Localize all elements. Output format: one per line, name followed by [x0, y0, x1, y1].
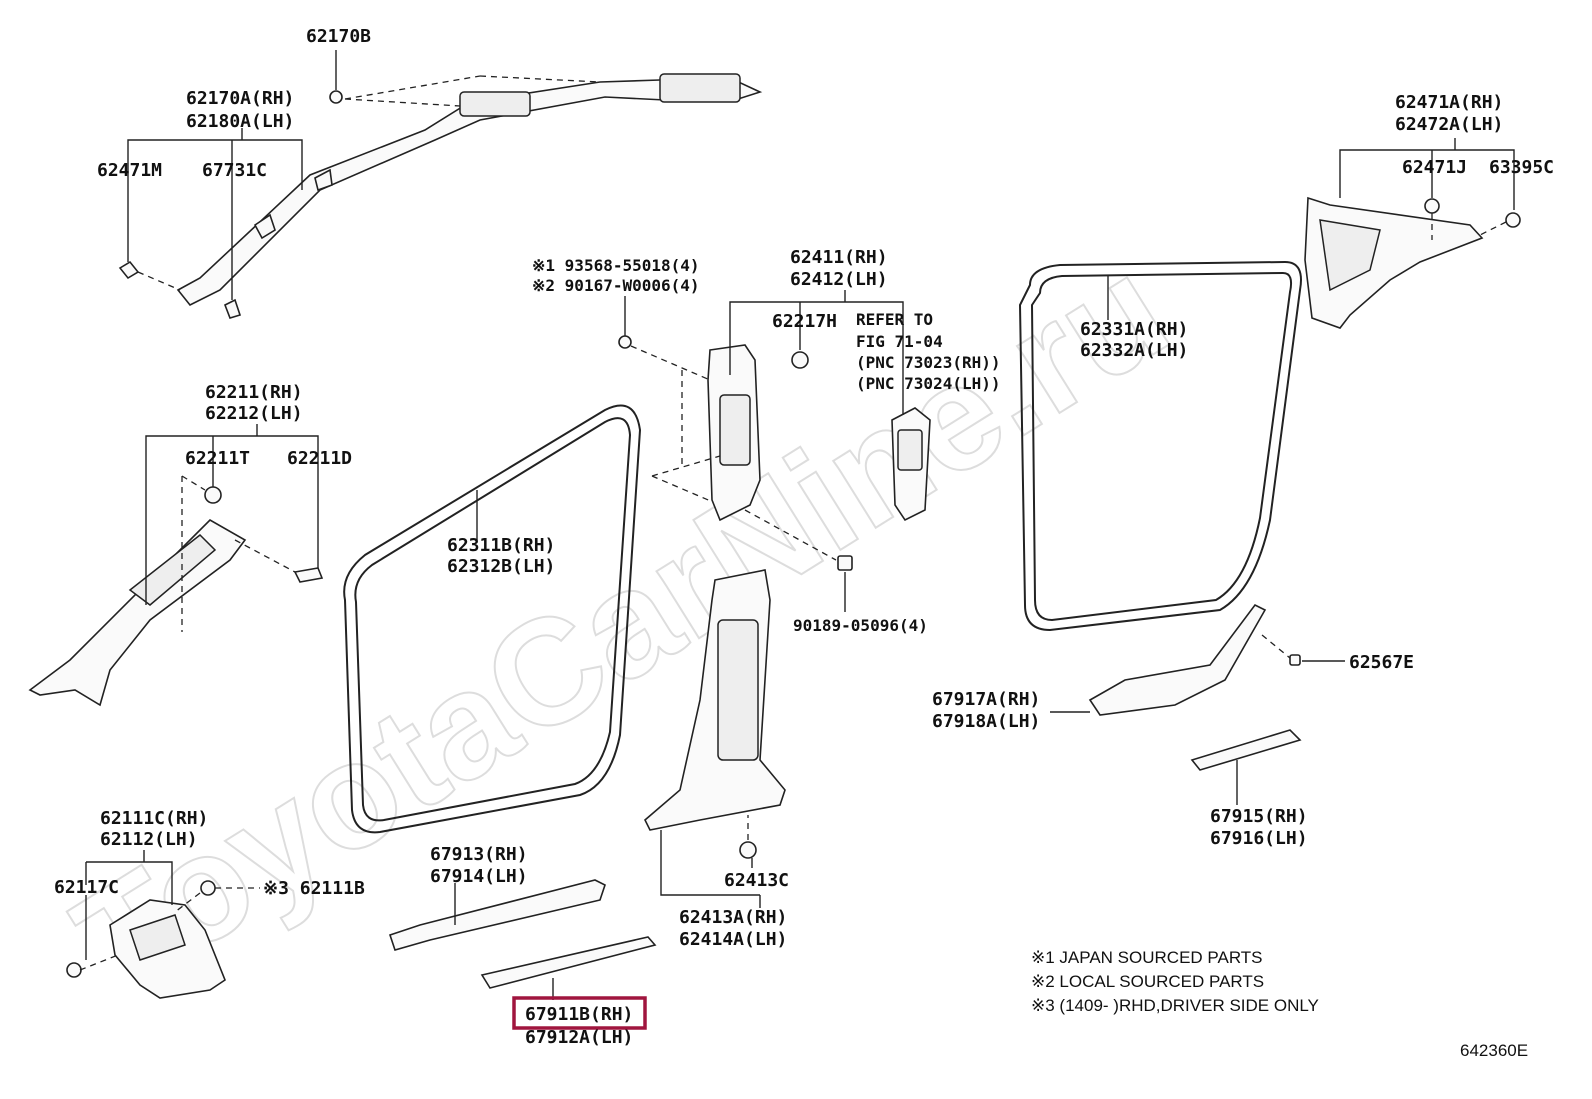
clip-icon: [837, 555, 853, 571]
front-door-weatherstrip: [343, 404, 642, 834]
label-62180A: 62180A(LH): [186, 111, 294, 132]
roof-rail-garnish-drawing: [118, 73, 763, 319]
label-62117C: 62117C: [54, 877, 119, 898]
label-90167: ※2 90167-W0006(4): [532, 276, 700, 295]
label-62211: 62211(RH): [205, 382, 303, 403]
label-62567E: 62567E: [1349, 652, 1414, 673]
label-62471J: 62471J: [1402, 157, 1467, 178]
figure-code: 642360E: [1460, 1041, 1528, 1060]
label-62211T: 62211T: [185, 448, 250, 469]
label-62111B: ※3 62111B: [263, 878, 365, 899]
label-62413A: 62413A(RH): [679, 907, 787, 928]
label-67916: 67916(LH): [1210, 828, 1308, 849]
label-62411: 62411(RH): [790, 247, 888, 268]
label-62414A: 62414A(LH): [679, 929, 787, 950]
label-62111C: 62111C(RH): [100, 808, 208, 829]
label-67914: 67914(LH): [430, 866, 528, 887]
quarter-trim-drawing: [1304, 196, 1521, 329]
label-67913: 67913(RH): [430, 844, 528, 865]
highlight-box: [512, 996, 647, 1030]
label-67731C: 67731C: [202, 160, 267, 181]
label-62312B: 62312B(LH): [447, 556, 555, 577]
cowl-side-trim-drawing: [66, 880, 226, 999]
label-90189: 90189-05096(4): [793, 616, 928, 635]
rear-scuff-plate-drawing: [1088, 603, 1301, 716]
label-62412: 62412(LH): [790, 269, 888, 290]
label-62472A: 62472A(LH): [1395, 114, 1503, 135]
label-62170B: 62170B: [306, 26, 371, 47]
note-1: ※1 JAPAN SOURCED PARTS: [1031, 948, 1263, 967]
refer-line-1: REFER TO: [856, 310, 933, 329]
label-63395C: 63395C: [1489, 157, 1554, 178]
label-62471M: 62471M: [97, 160, 162, 181]
label-67912A: 67912A(LH): [525, 1027, 633, 1048]
label-67918A: 67918A(LH): [932, 711, 1040, 732]
label-62332A: 62332A(LH): [1080, 340, 1188, 361]
front-sill-plate-drawing: [480, 936, 657, 989]
pnc-73023: (PNC 73023(RH)): [856, 353, 1001, 372]
refer-line-2: FIG 71-04: [856, 332, 943, 351]
label-67915: 67915(RH): [1210, 806, 1308, 827]
center-pillar-lower-drawing: [644, 569, 786, 859]
front-scuff-plate-drawing: [388, 879, 606, 951]
screw-icon: [618, 335, 632, 349]
label-62217H: 62217H: [772, 311, 837, 332]
note-2: ※2 LOCAL SOURCED PARTS: [1031, 972, 1264, 991]
rear-sill-plate-drawing: [1190, 729, 1302, 771]
label-62471A: 62471A(RH): [1395, 92, 1503, 113]
label-62331A: 62331A(RH): [1080, 319, 1188, 340]
label-62112: 62112(LH): [100, 829, 198, 850]
label-62212: 62212(LH): [205, 403, 303, 424]
label-62211D: 62211D: [287, 448, 352, 469]
label-62413C: 62413C: [724, 870, 789, 891]
label-67911B: 67911B(RH): [525, 1004, 633, 1025]
seat-belt-anchor-drawing: [891, 407, 931, 522]
center-pillar-upper-drawing: [707, 344, 809, 522]
label-93568: ※1 93568-55018(4): [532, 256, 700, 275]
note-3: ※3 (1409- )RHD,DRIVER SIDE ONLY: [1031, 996, 1319, 1015]
rear-door-weatherstrip: [1018, 260, 1302, 632]
label-62311B: 62311B(RH): [447, 535, 555, 556]
label-62170A: 62170A(RH): [186, 88, 294, 109]
label-67917A: 67917A(RH): [932, 689, 1040, 710]
front-pillar-garnish-drawing: [28, 486, 324, 707]
pnc-73024: (PNC 73024(LH)): [856, 374, 1001, 393]
